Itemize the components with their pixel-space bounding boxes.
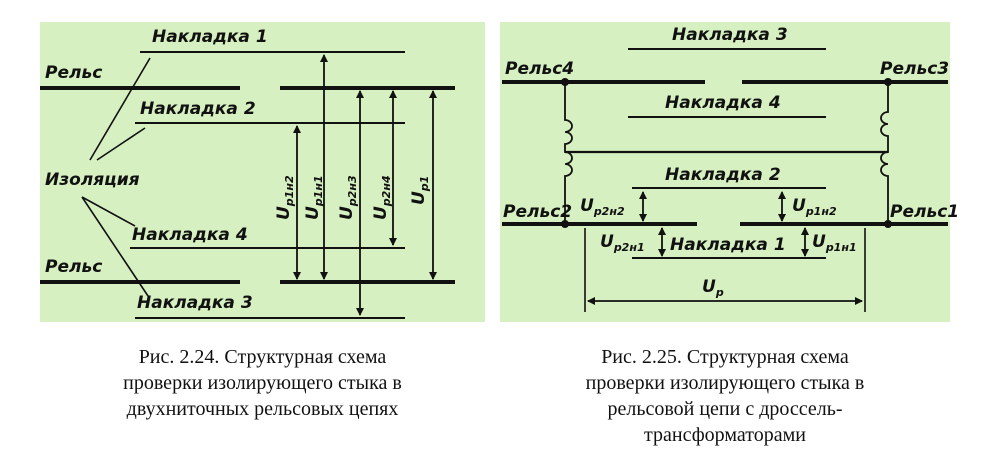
fig2-voltage-u2n2: Uр2н2: [580, 196, 625, 218]
fig2-voltage-u2n1: Uр2н1: [600, 232, 645, 254]
fig1-label-rail-bottom: Рельс: [45, 257, 102, 277]
caption-line: проверки изолирующего стыка в: [585, 372, 865, 394]
figure-2-25: Накладка 3 Рельс4 Рельс3 Накладка 4 Накл…: [500, 22, 959, 322]
fig1-isolation-leader: [96, 127, 146, 161]
caption-line: Рис. 2.25. Структурная схема: [601, 346, 849, 368]
fig2-label-overlay1: Накладка 1: [670, 235, 786, 255]
fig1-isolation-leader: [81, 196, 136, 227]
fig1-label-isolation: Изоляция: [45, 170, 140, 190]
figure-2-24: Накладка 1 Рельс Накладка 2 Изоляция Нак…: [40, 22, 485, 322]
fig1-isolation-leader: [81, 196, 149, 297]
fig2-label-overlay3: Накладка 3: [672, 25, 788, 45]
fig2-label-rail1: Рельс1: [890, 202, 959, 222]
fig1-caption: Рис. 2.24. Структурная схема проверки из…: [40, 344, 485, 422]
fig1-label-overlay4: Накладка 4: [132, 225, 248, 245]
fig2-label-overlay2: Накладка 2: [665, 165, 781, 185]
fig1-label-overlay2: Накладка 2: [140, 99, 256, 119]
fig2-choke-left: [564, 82, 573, 224]
caption-line: трансформаторами: [644, 424, 806, 446]
fig1-voltage-u1n1: Uр1н1: [303, 175, 325, 220]
fig2-label-overlay4: Накладка 4: [665, 93, 781, 113]
fig2-voltage-u1n2: Uр1н2: [792, 196, 837, 218]
fig2-voltage-u1n1: Uр1н1: [812, 232, 857, 254]
fig1-voltage-u2n3: Uр2н3: [337, 175, 359, 220]
caption-line: рельсовой цепи с дроссель-: [607, 398, 843, 420]
caption-line: двухниточных рельсовых цепях: [126, 398, 399, 420]
caption-line: проверки изолирующего стыка в: [123, 372, 402, 394]
fig2-choke-right: [880, 82, 889, 224]
fig1-isolation-leader: [89, 57, 151, 161]
fig1-panel: [40, 22, 485, 322]
caption-line: Рис. 2.24. Структурная схема: [138, 346, 387, 368]
fig1-voltage-up1: Uр1: [409, 176, 431, 205]
fig2-voltage-up: Uр: [702, 277, 724, 299]
figures-canvas: Накладка 1 Рельс Накладка 2 Изоляция Нак…: [40, 22, 959, 322]
fig2-label-rail2: Рельс2: [503, 202, 572, 222]
fig1-label-overlay3: Накладка 3: [137, 293, 253, 313]
fig2-label-rail3: Рельс3: [880, 59, 949, 79]
fig1-label-overlay1: Накладка 1: [152, 27, 268, 47]
fig2-panel: [500, 22, 950, 322]
fig1-label-rail-top: Рельс: [45, 63, 102, 83]
fig1-voltage-u1n2: Uр1н2: [274, 175, 296, 220]
fig1-voltage-u2n4: Uр2н4: [371, 175, 393, 220]
fig2-label-rail4: Рельс4: [505, 59, 574, 79]
fig2-caption: Рис. 2.25. Структурная схема проверки из…: [500, 344, 950, 448]
